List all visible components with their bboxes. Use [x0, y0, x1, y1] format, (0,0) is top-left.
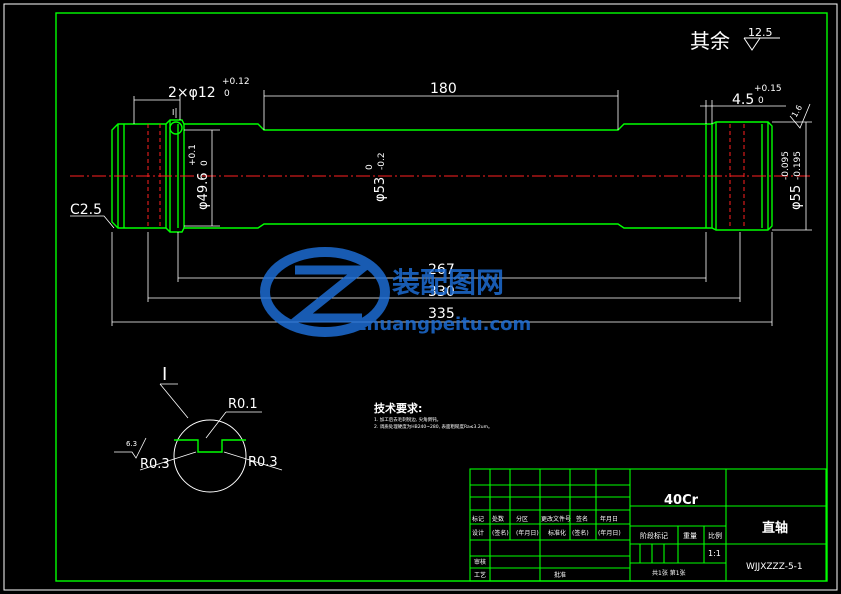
- roughness-value: 12.5: [748, 26, 773, 39]
- drawing-frame: [55, 12, 828, 582]
- detail-view: I R0.1 R0.3 R0.3 6.3: [114, 364, 283, 493]
- dimension-texts: 2×φ12 +0.12 0 180 4.5 +0.15 0 1.6 φ49.6 …: [70, 77, 804, 322]
- dim-53-group: φ53 0 -0.2: [365, 152, 388, 202]
- sheet-count: 共1张 第1张: [652, 569, 686, 577]
- scale-value: 1:1: [708, 549, 721, 558]
- tb-approve: 批准: [554, 571, 566, 579]
- tb-standard: 标准化: [548, 529, 566, 537]
- watermark-brand: 装配图网: [392, 266, 504, 299]
- part-name: 直轴: [762, 520, 788, 536]
- notes-title: 技术要求:: [374, 401, 422, 415]
- detail-r-top: R0.1: [228, 397, 258, 412]
- tb-marks: 标记: [472, 515, 484, 523]
- dim-4-5-tol-upper: +0.15: [754, 84, 782, 94]
- notes-line1: 1. 加工后去毛刺锐边, 尖角倒钝。: [374, 416, 441, 423]
- tb-count: 处数: [492, 515, 504, 523]
- detail-label: I: [162, 364, 167, 385]
- dim-4-5: 4.5: [732, 92, 754, 108]
- detail-roughness-icon: [114, 437, 147, 459]
- roughness-note: 其余 12.5: [690, 26, 780, 53]
- dim-holes-tol-lower: 0: [224, 89, 230, 99]
- roughness-prefix: 其余: [690, 29, 730, 53]
- tb-date: 年月日: [600, 515, 618, 523]
- watermark-url: zhuangpeitu.com: [356, 314, 531, 335]
- scale-label: 比例: [708, 531, 722, 540]
- dim-4-5-tol-lower: 0: [758, 96, 764, 106]
- stage-label: 阶段标记: [640, 531, 668, 540]
- tb-sig-placeholder: (签名): [492, 529, 509, 537]
- tb-doc-no: 更改文件号: [541, 515, 571, 523]
- detail-roughness: 6.3: [126, 440, 137, 448]
- dim-53-tol-lower: -0.2: [377, 152, 387, 170]
- dim-holes: 2×φ12: [168, 85, 216, 101]
- sheet-border: [3, 3, 838, 591]
- watermark-logo-icon: [260, 247, 390, 337]
- dim-330: 330: [428, 284, 455, 300]
- detail-r-left: R0.3: [140, 457, 170, 472]
- notes-line2: 2. 调质处理硬度为HB240~280, 表面粗糙度Ra≤3.2um。: [374, 423, 492, 430]
- dim-55-group: φ55 -0.095 -0.195: [781, 151, 804, 210]
- tb-process: 工艺: [474, 571, 486, 579]
- dim-335: 335: [428, 306, 455, 322]
- tb-date-placeholder: (年月日): [516, 529, 539, 537]
- title-block: 40Cr 直轴 WJJXZZZ-5-1 1:1 阶段标记 重量 比例 共1张 第…: [472, 493, 803, 579]
- tb-zone: 分区: [516, 515, 528, 523]
- dim-49-6: φ49.6: [196, 172, 211, 210]
- dim-55: φ55: [789, 185, 804, 210]
- tb-design: 设计: [472, 529, 484, 537]
- dimension-lines: [70, 90, 812, 326]
- dim-holes-tol-upper: +0.12: [222, 77, 250, 87]
- roughness-symbol-icon: [743, 37, 761, 51]
- dim-267: 267: [428, 262, 455, 278]
- dim-49-6-tol-upper: +0.1: [188, 144, 198, 166]
- title-block-grid: [469, 468, 827, 582]
- tb-review: 审核: [474, 558, 486, 566]
- dim-49-6-tol-lower: 0: [200, 160, 210, 166]
- watermark: 装配图网 zhuangpeitu.com: [260, 247, 531, 337]
- dim-chamfer: C2.5: [70, 202, 102, 218]
- material: 40Cr: [664, 493, 699, 508]
- dim-55-tol-lower: -0.195: [793, 151, 803, 180]
- tb-date-placeholder-2: (年月日): [598, 529, 621, 537]
- tb-sign: 签名: [576, 515, 588, 523]
- technical-notes: 技术要求: 1. 加工后去毛刺锐边, 尖角倒钝。 2. 调质处理硬度为HB240…: [374, 401, 492, 430]
- dim-53-tol-upper: 0: [365, 164, 375, 170]
- dim-small-left: I: [172, 108, 174, 117]
- weight-label: 重量: [683, 532, 697, 540]
- dim-49-6-group: φ49.6 +0.1 0: [188, 144, 211, 210]
- dim-53: φ53: [373, 177, 388, 202]
- dim-55-tol-upper: -0.095: [781, 151, 791, 180]
- dim-small-right: 1.6: [790, 103, 804, 119]
- tb-sig-placeholder-2: (签名): [572, 529, 589, 537]
- detail-r-right: R0.3: [248, 455, 278, 470]
- dim-180: 180: [430, 81, 457, 97]
- drawing-number: WJJXZZZ-5-1: [746, 562, 803, 572]
